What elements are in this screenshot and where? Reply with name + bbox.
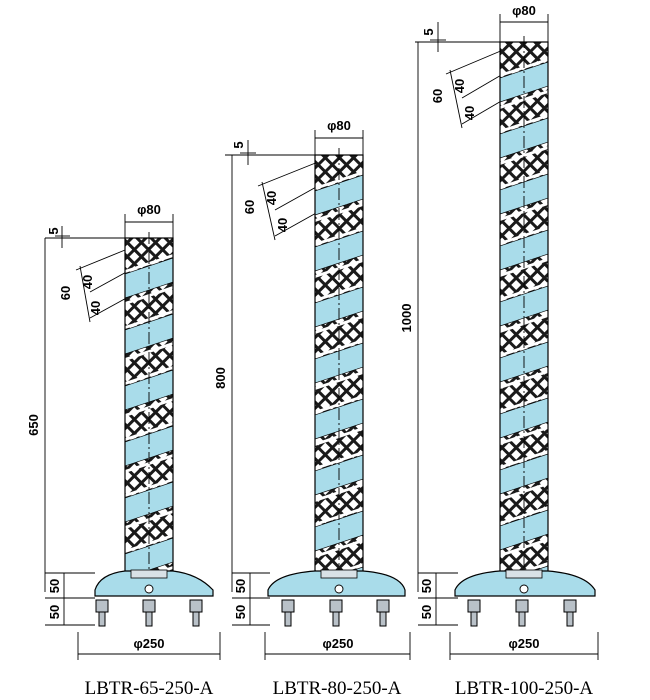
model-label: LBTR-65-250-A (85, 678, 214, 699)
anchor-bolts (95, 599, 203, 627)
band-separator (500, 506, 548, 525)
band-label-40b: 40 (88, 301, 103, 315)
diameter-label: φ80 (137, 202, 161, 217)
reflective-band (500, 509, 548, 551)
reflective-band (500, 229, 548, 271)
band-label-60: 60 (430, 89, 445, 103)
height-dimension: 650 (26, 238, 46, 592)
band-label-40b: 40 (275, 218, 290, 232)
height-label: 800 (213, 367, 228, 389)
reflective-band (315, 286, 363, 328)
top-diameter-dimension: φ80 (124, 202, 174, 238)
base-dimension: 50 50 φ250 (418, 572, 599, 660)
post-lbtr-80: 5 φ80 60 40 40 800 (213, 118, 411, 699)
band-separator (500, 226, 548, 245)
base-label-lower: 50 (233, 605, 248, 619)
reflective-band (500, 453, 548, 495)
post-body (499, 36, 549, 669)
band-dimension: 60 40 40 (58, 247, 131, 323)
band-label-60: 60 (58, 286, 73, 300)
cap-label: 5 (46, 227, 61, 234)
band-label-60: 60 (242, 200, 257, 214)
base-label-lower: 50 (47, 605, 62, 619)
diameter-label: φ80 (512, 3, 536, 18)
band-separator (315, 451, 363, 470)
base-diameter-label: φ250 (134, 636, 165, 651)
post-body (124, 232, 174, 574)
height-label: 1000 (399, 304, 414, 333)
reflective-band (125, 425, 173, 467)
base-label-upper: 50 (47, 579, 62, 593)
post-body (314, 148, 364, 574)
band-dimension: 60 40 40 (242, 161, 319, 241)
top-diameter-dimension: φ80 (499, 3, 549, 42)
band-label-40a: 40 (452, 79, 467, 93)
base-label-lower: 50 (419, 605, 434, 619)
cap-label: 5 (231, 141, 246, 148)
post-lbtr-65: 5 φ80 60 40 40 650 (26, 202, 221, 699)
diameter-label: φ80 (327, 118, 351, 133)
reflective-band (500, 173, 548, 215)
model-label: LBTR-100-250-A (455, 678, 594, 699)
cap-dimension: 5 (45, 226, 125, 248)
cap-dimension: 5 (225, 140, 315, 165)
base-plate (267, 569, 406, 597)
band-label-40a: 40 (80, 275, 95, 289)
base-plate (94, 569, 214, 597)
base-plate (454, 569, 596, 597)
anchor-bolts (467, 599, 577, 627)
band-dimension: 60 40 40 (430, 49, 504, 129)
base-diameter-label: φ250 (509, 636, 540, 651)
base-dimension: 50 50 φ250 (232, 572, 411, 660)
base-label-upper: 50 (233, 579, 248, 593)
post-lbtr-100: 5 φ80 60 40 40 1000 (399, 3, 599, 699)
band-label-40a: 40 (264, 191, 279, 205)
band-separator (315, 371, 363, 390)
base-diameter-label: φ250 (323, 636, 354, 651)
height-dimension: 800 (213, 155, 233, 592)
model-label: LBTR-80-250-A (273, 678, 402, 699)
band-separator (500, 146, 548, 165)
height-label: 650 (26, 414, 41, 436)
band-label-40b: 40 (462, 106, 477, 120)
band-separator (315, 171, 363, 190)
band-separator (500, 426, 548, 445)
band-separator (125, 422, 173, 441)
height-dimension: 1000 (399, 42, 419, 592)
band-separator (500, 650, 548, 669)
anchor-bolts (281, 599, 390, 627)
reflective-band (125, 369, 173, 411)
cap-dimension: 5 (415, 22, 500, 52)
band-separator (125, 342, 173, 361)
top-diameter-dimension: φ80 (314, 118, 364, 155)
base-dimension: 50 50 φ250 (45, 572, 221, 660)
cap-label: 5 (421, 28, 436, 35)
base-label-upper: 50 (419, 579, 434, 593)
